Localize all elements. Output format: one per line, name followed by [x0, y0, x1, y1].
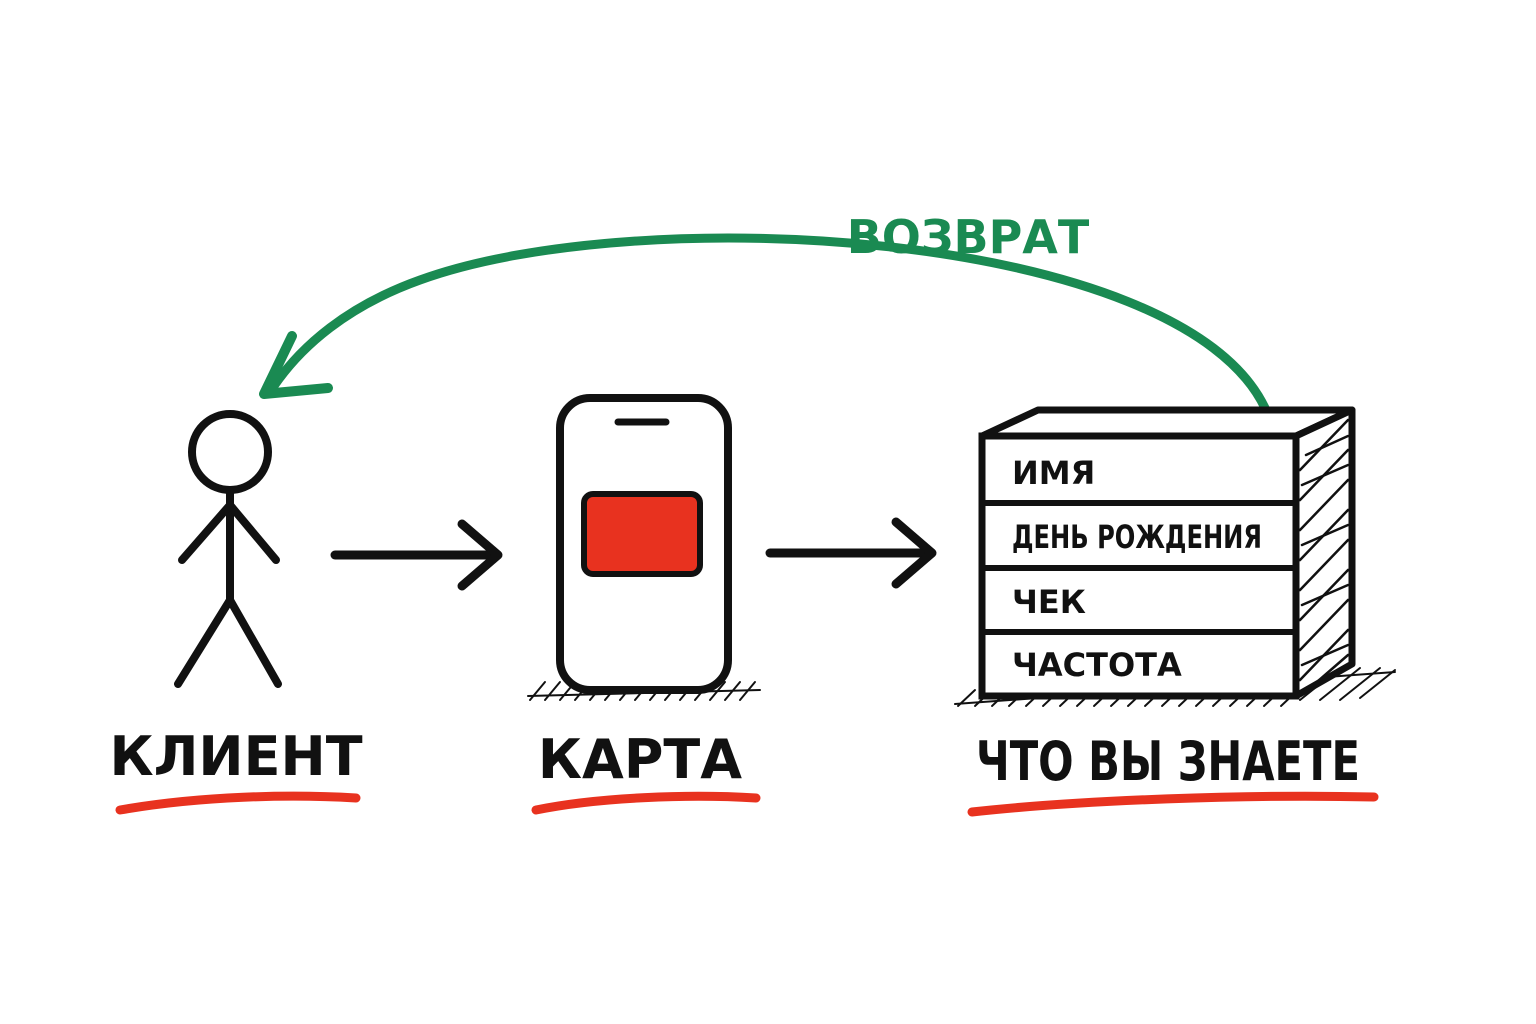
- legs: [174, 596, 282, 688]
- client-label: КЛИЕНТ: [109, 725, 362, 788]
- box-side-hatch: [1298, 418, 1350, 690]
- phone-with-card-icon: [527, 394, 761, 701]
- data-box-icon: ИМЯ ДЕНЬ РОЖДЕНИЯ ЧЕК ЧАСТОТА: [954, 406, 1396, 707]
- arrow-client-to-card: [330, 519, 503, 591]
- client-node: КЛИЕНТ: [109, 410, 363, 815]
- arrow-card-to-knowledge: [765, 517, 937, 589]
- box-row-label: ЧАСТОТА: [1012, 646, 1182, 684]
- card-label: КАРТА: [538, 728, 742, 791]
- box-row-label: ЧЕК: [1012, 583, 1086, 621]
- knowledge-node: ИМЯ ДЕНЬ РОЖДЕНИЯ ЧЕК ЧАСТОТА ЧТО ВЫ ЗНА…: [954, 406, 1396, 817]
- card-node: КАРТА: [527, 394, 761, 815]
- client-underline: [115, 791, 361, 815]
- box-row-label: ДЕНЬ РОЖДЕНИЯ: [1012, 518, 1262, 556]
- return-arrow-curve: [265, 233, 1270, 413]
- head: [188, 410, 272, 494]
- knowledge-underline: [967, 791, 1379, 817]
- stick-figure-icon: [174, 410, 282, 688]
- box-row-label: ИМЯ: [1012, 454, 1095, 492]
- return-arrow-head: [259, 331, 333, 399]
- return-label: ВОЗВРАТ: [847, 210, 1090, 264]
- return-arrow: ВОЗВРАТ: [259, 210, 1270, 413]
- card-underline: [531, 791, 761, 815]
- arms: [178, 501, 280, 564]
- card-icon: [581, 491, 703, 577]
- knowledge-label: ЧТО ВЫ ЗНАЕТЕ: [976, 730, 1360, 793]
